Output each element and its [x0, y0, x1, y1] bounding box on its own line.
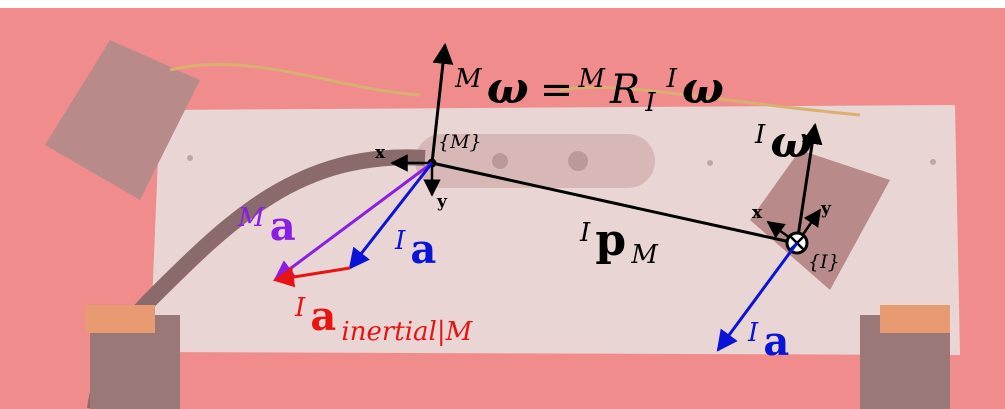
equation: M ω = M R I I ω	[454, 63, 724, 118]
accel-I-label: I a	[747, 318, 789, 365]
equation-eq: =	[540, 67, 574, 113]
frame-M-x-label: x	[375, 143, 386, 163]
accel-I-at-M-vector	[348, 162, 434, 270]
position-vector	[431, 161, 796, 245]
frame-M-omega-axis	[430, 42, 454, 164]
accel-inertial-vector	[272, 266, 351, 288]
left-clip	[85, 305, 155, 333]
frame-M-label: {M}	[438, 131, 482, 153]
frame-I-omega-axis	[795, 122, 823, 244]
accel-inertial-label: I a inertial|M	[294, 293, 474, 347]
omega-I-label: I ω	[754, 117, 812, 168]
equation-rhs-sup: I	[666, 64, 678, 94]
frame-M-y-label: y	[436, 192, 448, 212]
camera-body	[415, 134, 655, 188]
equation-rot-sym: R	[609, 67, 640, 113]
accel-I-vector	[716, 242, 799, 352]
left-sensor-board	[45, 40, 200, 200]
equation-lhs-sup: M	[454, 64, 483, 94]
equation-lhs-sym: ω	[487, 63, 529, 114]
frame-I-label: {I}	[808, 251, 840, 273]
wires	[169, 62, 861, 117]
camera-lens	[568, 151, 588, 171]
equation-rhs-sym: ω	[682, 63, 724, 114]
equation-rot-sub: I	[644, 88, 656, 118]
board-hole	[930, 159, 936, 165]
board-hole	[707, 160, 713, 166]
frame-I-x-label: x	[752, 203, 763, 223]
accel-I-at-M-label: I a	[394, 226, 436, 273]
right-clip	[880, 305, 950, 333]
equation-rot-sup: M	[577, 64, 606, 94]
accel-M-vector	[273, 161, 433, 282]
camera-lens	[492, 153, 508, 169]
position-label: I p M	[579, 215, 659, 270]
top-white-strip	[0, 0, 1005, 8]
board-hole	[187, 155, 193, 161]
accel-M-label: M a	[237, 203, 296, 250]
frame-I-y-label: y	[820, 199, 832, 219]
